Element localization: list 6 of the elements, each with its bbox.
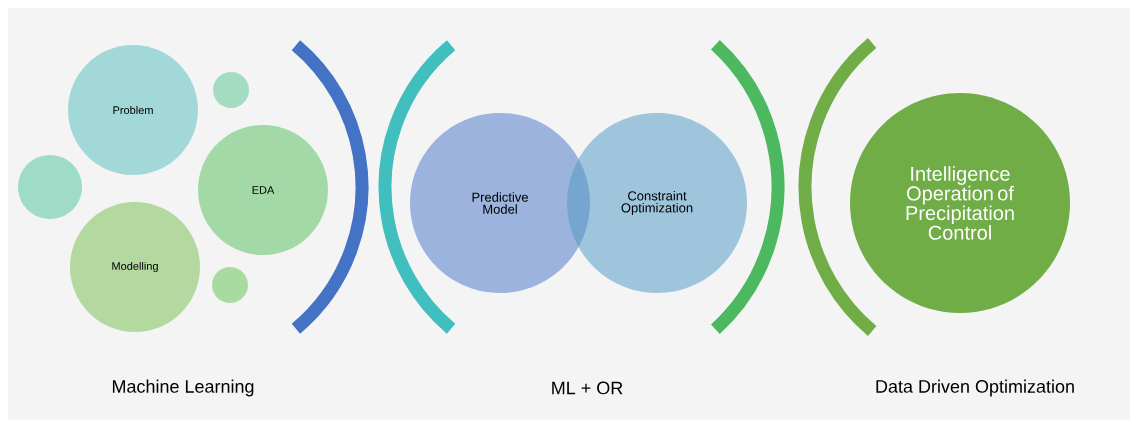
circle [212, 267, 248, 303]
circle [213, 72, 249, 108]
section-label: Data Driven Optimization [876, 379, 1074, 397]
section-label: ML + OR [552, 381, 623, 395]
circle [18, 155, 82, 219]
section-label: Machine Learning [112, 379, 254, 397]
